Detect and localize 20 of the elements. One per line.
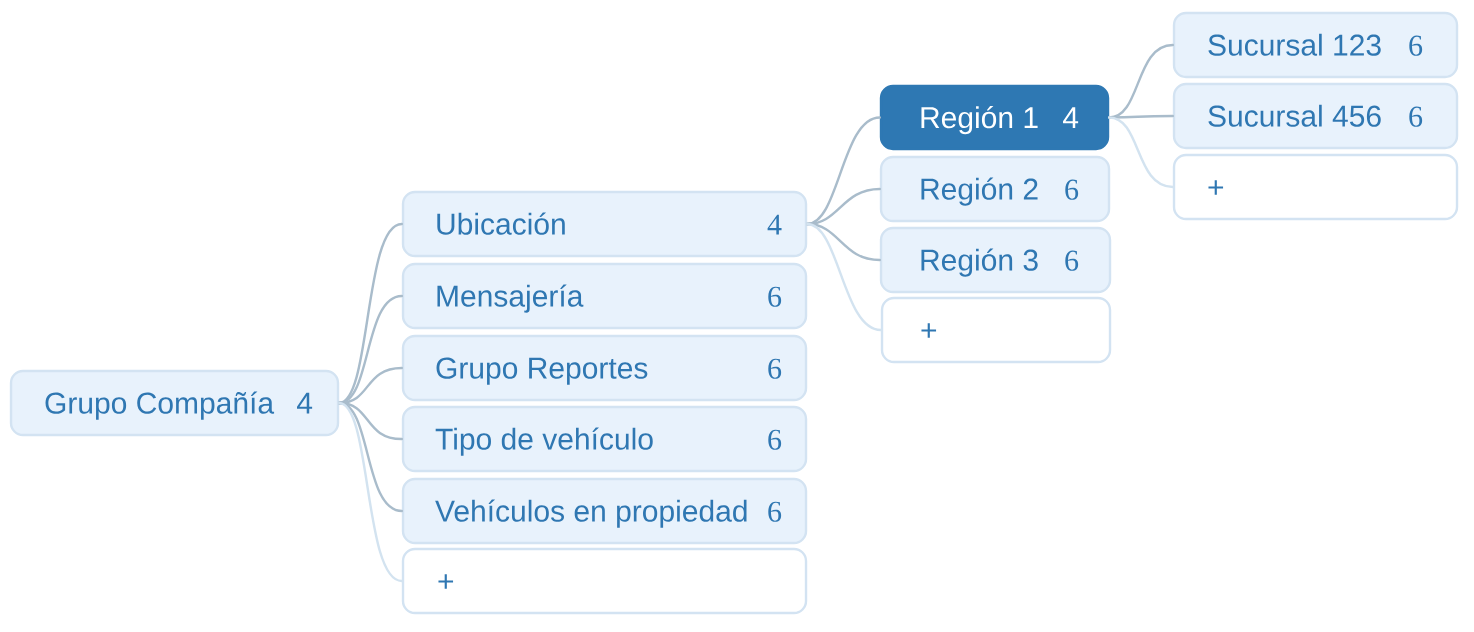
topic-box: Tipo de vehículo 6: [401, 405, 808, 473]
add-topic-box: +: [1172, 153, 1459, 221]
topic-box: Grupo Compañía 4: [9, 369, 340, 437]
connector: [806, 222, 882, 332]
topic-box: Ubicación 4: [401, 190, 808, 258]
topic-box: Mensajería 6: [401, 262, 808, 330]
connector: [806, 116, 881, 226]
connector: [338, 222, 403, 405]
topic-box: Sucursal 123 6: [1172, 11, 1459, 79]
add-topic-box: +: [401, 547, 808, 615]
topic-box: Región 2 6: [879, 155, 1111, 223]
topic-box: Sucursal 456 6: [1172, 82, 1459, 150]
topic-box: Grupo Reportes 6: [401, 334, 808, 402]
selected-topic-box: Región 1 4: [879, 84, 1110, 151]
add-topic-box: +: [880, 296, 1112, 364]
topic-box: Región 3 6: [879, 226, 1112, 294]
topic-box: Vehículos en propiedad 6: [401, 477, 808, 545]
connector: [1108, 114, 1174, 119]
connector: [1108, 116, 1174, 189]
connector: [338, 401, 403, 583]
